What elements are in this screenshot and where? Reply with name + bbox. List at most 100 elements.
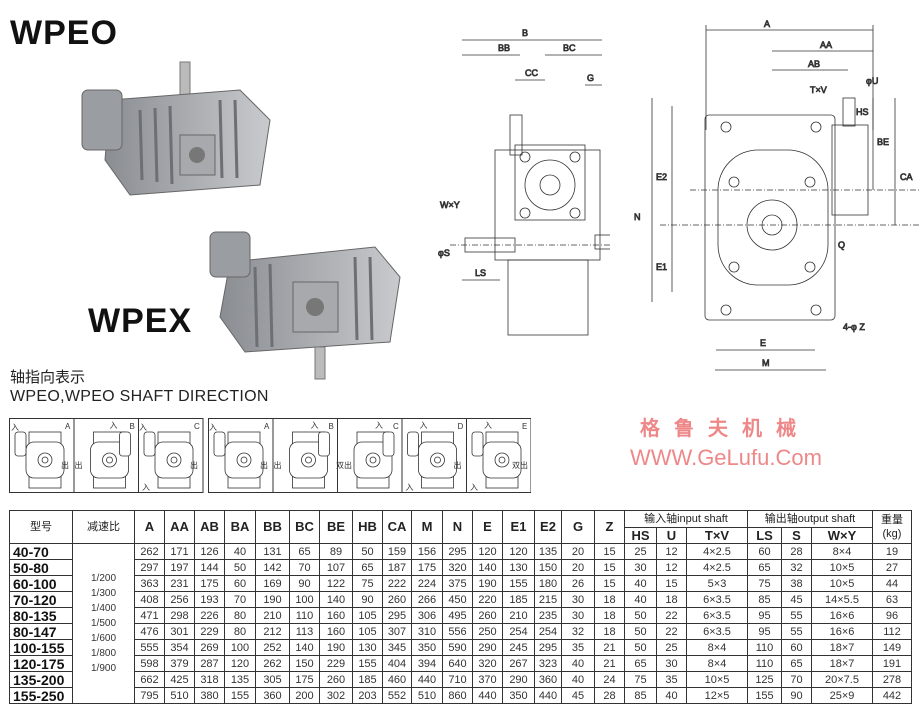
value-cell: 210 [255,607,290,624]
dim-label-be: BE [877,137,889,147]
value-cell: 40 [224,543,256,560]
value-cell: 297 [134,559,165,576]
value-cell: 155 [352,655,383,672]
value-cell: 26 [561,575,595,592]
value-cell: 32 [561,623,595,640]
model-cell: 155-250 [9,687,73,704]
value-cell: 404 [382,655,412,672]
input-shaft-header: 输入轴input shaft [624,510,748,528]
value-cell: 156 [411,543,443,560]
value-cell: 262 [134,543,165,560]
value-cell: 555 [134,639,165,656]
column-header: M [411,510,443,544]
value-cell: 260 [472,607,503,624]
value-cell: 598 [134,655,165,672]
column-header: BC [289,510,320,544]
column-header: 减速比 [72,510,135,544]
output-label: 出 [260,460,268,470]
value-cell: 440 [411,671,443,688]
input-shaft-cell: 5×3 [686,575,748,592]
value-cell: 15 [594,559,625,576]
value-cell: 144 [194,559,225,576]
value-cell: 30 [561,607,595,624]
input-shaft-cell: 4×2.5 [686,559,748,576]
output-shaft-header: 输出轴output shaft [747,510,873,528]
value-cell: 65 [289,543,320,560]
value-cell: 710 [442,671,473,688]
weight-cell: 149 [872,639,912,656]
output-shaft-cell: 28 [781,543,812,560]
value-cell: 440 [534,687,562,704]
output-label: 出 [190,460,198,470]
value-cell: 142 [255,559,290,576]
value-cell: 187 [382,559,412,576]
value-cell: 408 [134,591,165,608]
direction-letter: A [65,422,71,431]
value-cell: 180 [534,575,562,592]
input-label: 入 [470,483,478,492]
value-cell: 15 [594,543,625,560]
value-cell: 140 [472,559,503,576]
value-cell: 70 [289,559,320,576]
value-cell: 640 [442,655,473,672]
value-cell: 113 [289,623,320,640]
value-cell: 18 [594,623,625,640]
value-cell: 60 [224,575,256,592]
value-cell: 65 [352,559,383,576]
model-cell: 80-147 [9,623,73,640]
output-shaft-cell: 60 [781,639,812,656]
weight-cell: 191 [872,655,912,672]
value-cell: 460 [382,671,412,688]
value-cell: 18 [594,607,625,624]
output-label: 出 [75,460,83,470]
dim-label-ab: AB [808,59,820,69]
value-cell: 224 [411,575,443,592]
value-cell: 155 [502,575,535,592]
ratio-value: 1/300 [90,588,117,599]
value-cell: 394 [411,655,443,672]
direction-letter: D [457,422,463,431]
model-cell: 100-155 [9,639,73,656]
value-cell: 252 [255,639,290,656]
output-label: 出 [453,460,461,470]
value-cell: 245 [502,639,535,656]
input-shaft-cell: 25 [624,543,657,560]
direction-letter: B [130,422,135,431]
value-cell: 510 [164,687,195,704]
value-cell: 105 [352,623,383,640]
double-output-label: 双出 [512,460,528,470]
value-cell: 860 [442,687,473,704]
value-cell: 222 [382,575,412,592]
column-header: G [561,510,595,544]
value-cell: 495 [442,607,473,624]
column-header: E [472,510,503,544]
value-cell: 15 [594,575,625,592]
value-cell: 262 [255,655,290,672]
output-label: 出 [61,460,69,470]
weight-header: 重量(kg) [872,510,912,544]
dim-label-z: 4-φ Z [843,322,865,332]
value-cell: 556 [442,623,473,640]
input-shaft-cell: 8×4 [686,639,748,656]
input-shaft-cell: 8×4 [686,655,748,672]
dim-label-bb: BB [498,43,510,53]
value-cell: 380 [194,687,225,704]
weight-cell: 112 [872,623,912,640]
value-cell: 100 [224,639,256,656]
dim-label-ca: CA [900,172,913,182]
output-shaft-cell: 32 [781,559,812,576]
value-cell: 290 [472,639,503,656]
input-shaft-cell: 30 [624,559,657,576]
ratio-value: 1/800 [90,648,117,659]
dim-label-tv: T×V [810,85,827,95]
input-label: 入 [419,421,427,430]
weight-header-unit: (kg) [882,528,902,540]
column-header: HS [624,527,657,544]
